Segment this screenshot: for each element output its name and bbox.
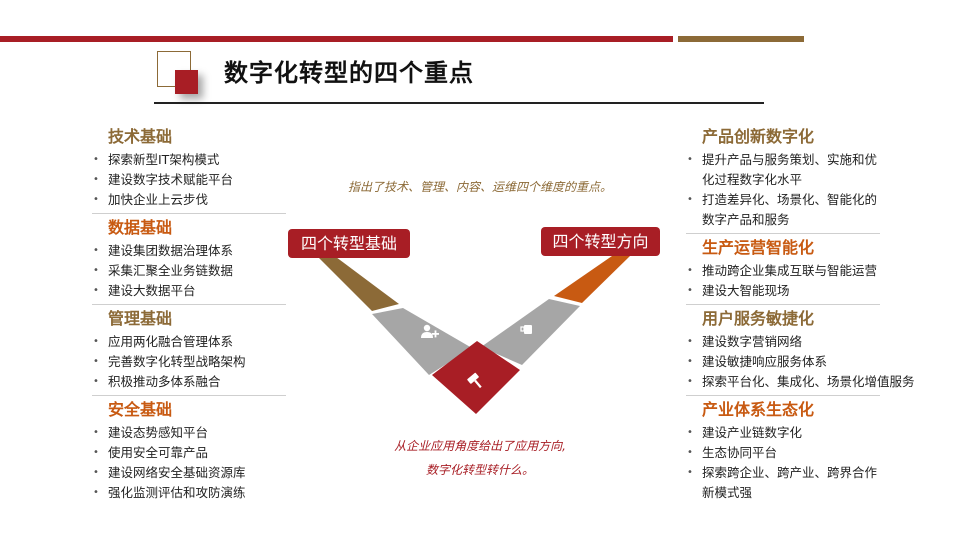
list-item: 建设网络安全基础资源库 (90, 463, 290, 483)
section-title: 安全基础 (108, 400, 173, 419)
divider (686, 395, 880, 396)
left-column-foundations: 技术基础 探索新型IT架构模式 建设数字技术赋能平台 加快企业上云步伐 数据基础… (90, 124, 290, 503)
section-title: 生产运营智能化 (702, 238, 815, 257)
left-gray-segment (372, 308, 472, 375)
divider (686, 304, 880, 305)
title-underline (154, 102, 764, 104)
list-item: 建设数字技术赋能平台 (90, 170, 290, 190)
section-industry-ecosystem: 产业体系生态化 建设产业链数字化 生态协同平台 探索跨企业、跨产业、跨界合作新模… (684, 397, 954, 503)
section-title: 产业体系生态化 (702, 400, 815, 419)
list-item: 建设大数据平台 (90, 281, 290, 301)
divider (92, 213, 286, 214)
section-title: 数据基础 (108, 218, 173, 237)
list-item: 强化监测评估和攻防演练 (90, 483, 290, 503)
section-product-innovation: 产品创新数字化 提升产品与服务策划、实施和优化过程数字化水平 打造差异化、场景化… (684, 124, 954, 234)
list-item: 建设产业链数字化 (684, 423, 954, 443)
header-bar-gold (678, 36, 804, 42)
right-column-directions: 产品创新数字化 提升产品与服务策划、实施和优化过程数字化水平 打造差异化、场景化… (684, 124, 954, 503)
section-data-foundation: 数据基础 建设集团数据治理体系 采集汇聚全业务链数据 建设大数据平台 (90, 215, 290, 305)
label-transformation-directions: 四个转型方向 (541, 227, 660, 256)
section-title: 管理基础 (108, 309, 173, 328)
divider (92, 395, 286, 396)
list-item: 建设集团数据治理体系 (90, 241, 290, 261)
section-management-foundation: 管理基础 应用两化融合管理体系 完善数字化转型战略架构 积极推动多体系融合 (90, 306, 290, 396)
section-production-operations: 生产运营智能化 推动跨企业集成互联与智能运营 建设大智能现场 (684, 235, 954, 305)
list-item: 建设敏捷响应服务体系 (684, 352, 954, 372)
section-tech-foundation: 技术基础 探索新型IT架构模式 建设数字技术赋能平台 加快企业上云步伐 (90, 124, 290, 214)
list-item: 建设大智能现场 (684, 281, 954, 301)
header-bar-red (0, 36, 673, 42)
left-top-wedge (318, 257, 399, 311)
note-bottom-caption: 从企业应用角度给出了应用方向, 数字化转型转什么。 (340, 434, 620, 482)
section-title: 用户服务敏捷化 (702, 309, 815, 328)
note-bottom-line-1: 从企业应用角度给出了应用方向, (394, 439, 566, 453)
right-top-wedge (554, 256, 630, 303)
section-user-service: 用户服务敏捷化 建设数字营销网络 建设敏捷响应服务体系 探索平台化、集成化、场景… (684, 306, 954, 396)
title-decoration-outline (157, 51, 191, 87)
title-decoration-square (175, 70, 198, 94)
list-item: 采集汇聚全业务链数据 (90, 261, 290, 281)
list-item: 探索平台化、集成化、场景化增值服务 (684, 372, 954, 392)
list-item: 打造差异化、场景化、智能化的数字产品和服务 (684, 190, 884, 230)
section-title: 产品创新数字化 (702, 127, 815, 146)
divider (686, 233, 880, 234)
list-item: 加快企业上云步伐 (90, 190, 290, 210)
list-item: 应用两化融合管理体系 (90, 332, 290, 352)
list-item: 推动跨企业集成互联与智能运营 (684, 261, 954, 281)
list-item: 完善数字化转型战略架构 (90, 352, 290, 372)
divider (92, 304, 286, 305)
page-title: 数字化转型的四个重点 (224, 59, 474, 87)
section-security-foundation: 安全基础 建设态势感知平台 使用安全可靠产品 建设网络安全基础资源库 强化监测评… (90, 397, 290, 503)
list-item: 生态协同平台 (684, 443, 954, 463)
list-item: 提升产品与服务策划、实施和优化过程数字化水平 (684, 150, 884, 190)
list-item: 使用安全可靠产品 (90, 443, 290, 463)
list-item: 探索新型IT架构模式 (90, 150, 290, 170)
list-item: 建设态势感知平台 (90, 423, 290, 443)
note-bottom-line-2: 数字化转型转什么。 (425, 463, 534, 477)
section-title: 技术基础 (108, 127, 173, 146)
list-item: 探索跨企业、跨产业、跨界合作新模式强 (684, 463, 884, 503)
label-transformation-foundations: 四个转型基础 (288, 229, 410, 258)
list-item: 建设数字营销网络 (684, 332, 954, 352)
note-top-caption: 指出了技术、管理、内容、运维四个维度的重点。 (347, 180, 612, 194)
list-item: 积极推动多体系融合 (90, 372, 290, 392)
